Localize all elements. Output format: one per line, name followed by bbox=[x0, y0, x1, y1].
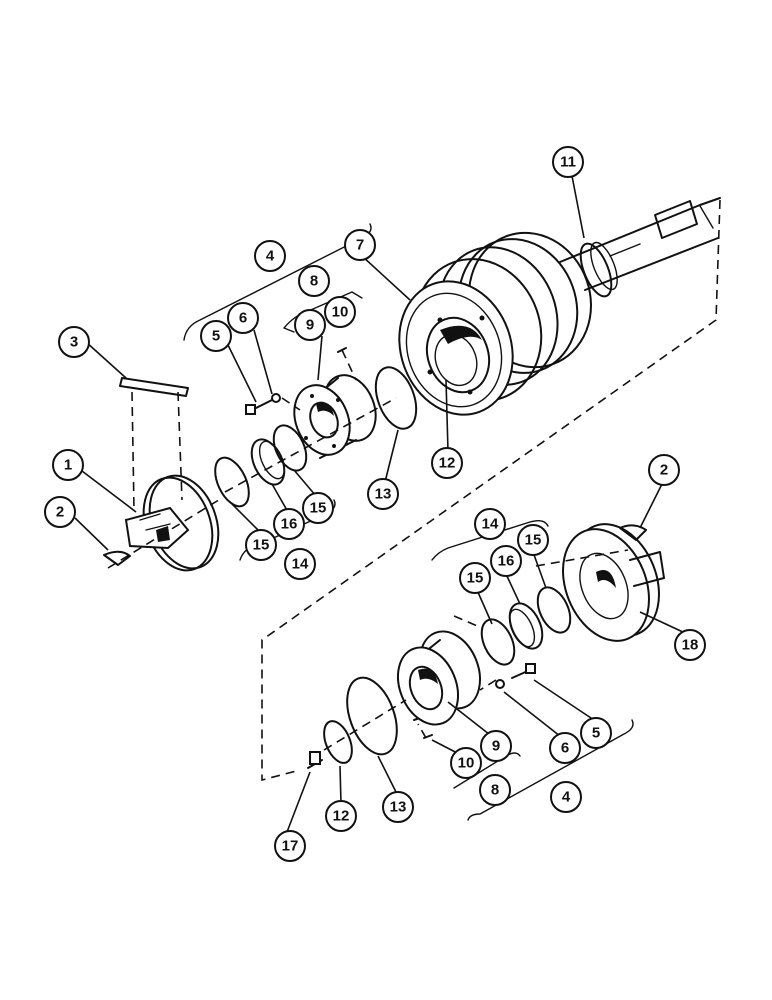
strap-plate bbox=[119, 377, 189, 397]
svg-text:2: 2 bbox=[56, 504, 64, 521]
callout-16-upper: 16 bbox=[273, 508, 305, 540]
svg-text:15: 15 bbox=[253, 537, 270, 554]
lower-end-cap bbox=[562, 523, 665, 642]
svg-text:11: 11 bbox=[560, 154, 576, 171]
callout-14-upper: 14 bbox=[284, 548, 316, 580]
callout-12-upper: 12 bbox=[431, 447, 463, 479]
svg-text:6: 6 bbox=[561, 740, 569, 757]
callout-15-lower-left: 15 bbox=[459, 562, 491, 594]
callout-2-lower: 2 bbox=[648, 454, 680, 486]
upper-washer bbox=[271, 393, 281, 403]
svg-text:9: 9 bbox=[492, 738, 500, 755]
callout-18: 18 bbox=[674, 629, 706, 661]
callout-15-upper-right: 15 bbox=[302, 492, 334, 524]
svg-text:9: 9 bbox=[306, 317, 314, 334]
svg-text:4: 4 bbox=[562, 789, 571, 806]
upper-end-cap bbox=[124, 474, 220, 572]
callout-8-upper: 8 bbox=[298, 265, 330, 297]
callout-leaders bbox=[74, 175, 686, 833]
callout-10-lower: 10 bbox=[450, 747, 482, 779]
lower-collar bbox=[397, 630, 481, 726]
callout-4-upper: 4 bbox=[254, 240, 286, 272]
callout-9-upper: 9 bbox=[294, 309, 326, 341]
svg-text:4: 4 bbox=[266, 248, 275, 265]
callout-1: 1 bbox=[52, 449, 84, 481]
callout-8-lower: 8 bbox=[479, 774, 511, 806]
callout-15-upper-left: 15 bbox=[245, 529, 277, 561]
svg-text:17: 17 bbox=[282, 838, 299, 855]
lower-seal-rings bbox=[323, 586, 572, 764]
svg-text:3: 3 bbox=[70, 334, 78, 351]
callout-5-lower: 5 bbox=[580, 717, 612, 749]
callout-12-lower: 12 bbox=[325, 800, 357, 832]
svg-text:6: 6 bbox=[239, 310, 247, 327]
lower-bolt bbox=[511, 663, 536, 679]
svg-text:8: 8 bbox=[491, 782, 499, 799]
lower-retainer-clip bbox=[619, 524, 647, 541]
svg-text:18: 18 bbox=[682, 637, 699, 654]
svg-text:15: 15 bbox=[310, 500, 327, 517]
svg-text:10: 10 bbox=[332, 304, 349, 321]
svg-text:13: 13 bbox=[375, 486, 392, 503]
svg-text:16: 16 bbox=[498, 553, 515, 570]
assembly-lines bbox=[107, 199, 721, 782]
callout-13-upper: 13 bbox=[367, 478, 399, 510]
callout-13-lower: 13 bbox=[382, 791, 414, 823]
callout-9-lower: 9 bbox=[480, 730, 512, 762]
lower-washer bbox=[495, 679, 505, 689]
svg-text:14: 14 bbox=[482, 516, 499, 533]
callout-14-lower: 14 bbox=[474, 508, 506, 540]
callout-10-upper: 10 bbox=[324, 296, 356, 328]
callout-15-lower-right: 15 bbox=[517, 524, 549, 556]
upper-bolt bbox=[245, 399, 273, 415]
svg-text:14: 14 bbox=[292, 556, 309, 573]
roller-body bbox=[398, 231, 592, 416]
svg-text:10: 10 bbox=[458, 755, 475, 772]
upper-retainer-clip bbox=[103, 550, 131, 566]
svg-text:12: 12 bbox=[333, 808, 350, 825]
svg-text:15: 15 bbox=[467, 570, 484, 587]
callout-7: 7 bbox=[344, 229, 376, 261]
svg-text:2: 2 bbox=[660, 462, 668, 479]
svg-text:15: 15 bbox=[525, 532, 542, 549]
svg-text:12: 12 bbox=[439, 455, 456, 472]
callout-11: 11 bbox=[552, 146, 584, 178]
svg-text:7: 7 bbox=[356, 237, 364, 254]
svg-text:1: 1 bbox=[64, 457, 72, 474]
upper-seal-rings bbox=[214, 366, 418, 508]
callout-4-lower: 4 bbox=[550, 781, 582, 813]
svg-text:8: 8 bbox=[310, 273, 318, 290]
svg-text:5: 5 bbox=[592, 725, 600, 742]
callout-5-upper: 5 bbox=[200, 320, 232, 352]
callout-6-upper: 6 bbox=[227, 302, 259, 334]
shaft bbox=[559, 197, 721, 298]
lower-plug bbox=[307, 751, 323, 769]
callout-17: 17 bbox=[274, 830, 306, 862]
upper-collar bbox=[293, 374, 377, 459]
callout-2-upper: 2 bbox=[44, 496, 76, 528]
callout-16-lower: 16 bbox=[490, 545, 522, 577]
svg-text:16: 16 bbox=[281, 516, 298, 533]
svg-text:5: 5 bbox=[212, 328, 220, 345]
svg-text:13: 13 bbox=[390, 799, 407, 816]
callout-6-lower: 6 bbox=[549, 732, 581, 764]
callout-3: 3 bbox=[58, 326, 90, 358]
